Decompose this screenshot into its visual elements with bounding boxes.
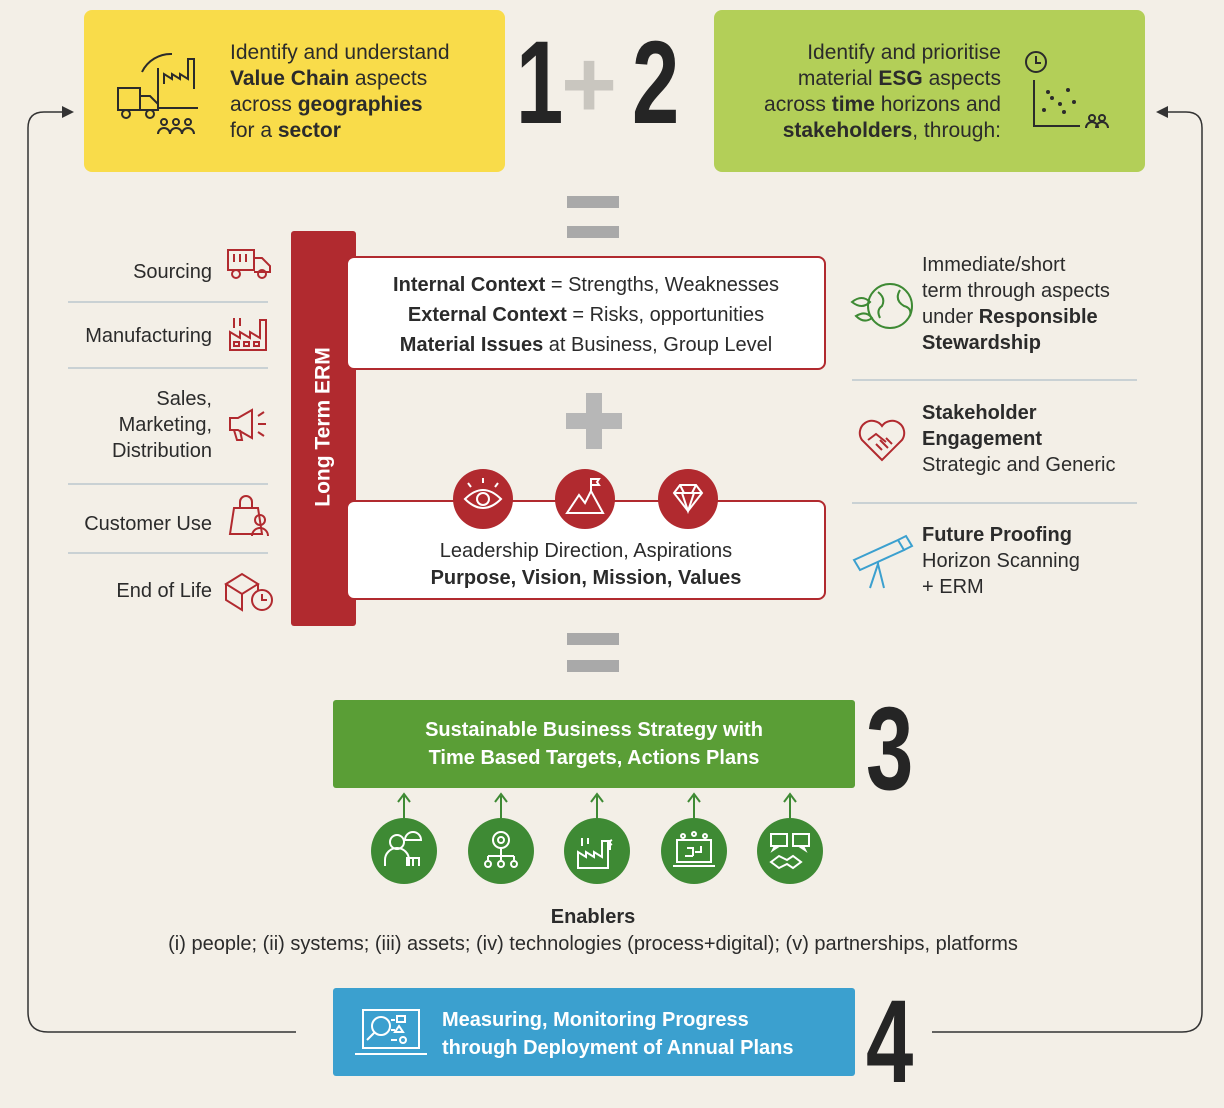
eye-icon bbox=[453, 469, 513, 529]
assets-factory-icon bbox=[564, 818, 630, 884]
esg-text: Identify and prioritise material ESG asp… bbox=[764, 40, 1001, 144]
monitoring-text: Measuring, Monitoring Progress through D… bbox=[442, 1006, 793, 1062]
monitoring-line-2: through Deployment of Annual Plans bbox=[442, 1037, 794, 1059]
stakeholder-line-2: Engagement bbox=[922, 428, 1043, 450]
esg-line-4: stakeholders, through: bbox=[782, 119, 1001, 142]
diamond-icon bbox=[658, 469, 718, 529]
horizon-short-line-3: under Responsible bbox=[922, 306, 1098, 328]
future-line-2: Horizon Scanning bbox=[922, 550, 1080, 572]
equals-middle-bar-2 bbox=[567, 660, 619, 672]
future-line-3: + ERM bbox=[922, 576, 984, 598]
vc-line-4: for a sector bbox=[230, 119, 341, 142]
value-chain-text: Identify and understand Value Chain aspe… bbox=[230, 40, 450, 144]
shopping-bag-person-icon bbox=[228, 495, 269, 537]
flow-loop-lines bbox=[27, 106, 1203, 1033]
scatter-clock-icon bbox=[1025, 51, 1109, 129]
plus-sign-top: + bbox=[561, 31, 618, 138]
long-term-erm-bar: Long Term ERM bbox=[291, 231, 356, 626]
plus-sign-middle-h bbox=[566, 413, 622, 429]
vc-line-1: Identify and understand bbox=[230, 41, 450, 64]
strategy-line-1: Sustainable Business Strategy with bbox=[425, 719, 763, 741]
partnerships-handshake-icon bbox=[757, 818, 823, 884]
future-line-1: Future Proofing bbox=[922, 524, 1072, 546]
enablers-title: Enablers bbox=[550, 906, 636, 928]
heart-handshake-icon bbox=[858, 419, 906, 462]
step-number-2: 2 bbox=[632, 17, 680, 149]
mountain-flag-icon bbox=[555, 469, 615, 529]
value-chain-box: Identify and understand Value Chain aspe… bbox=[84, 10, 505, 172]
monitoring-box: Measuring, Monitoring Progress through D… bbox=[333, 988, 855, 1076]
context-box: Internal Context = Strengths, Weaknesses… bbox=[346, 256, 826, 370]
esg-line-3: across time horizons and bbox=[764, 93, 1001, 116]
value-chain-customer-use: Customer Use bbox=[84, 513, 212, 535]
vc-line-3: across geographies bbox=[230, 93, 423, 116]
monitoring-line-1: Measuring, Monitoring Progress bbox=[442, 1009, 749, 1031]
globe-leaves-icon bbox=[850, 283, 913, 329]
value-chain-sales: Sales, Marketing, Distribution bbox=[111, 388, 212, 462]
megaphone-icon bbox=[229, 408, 266, 441]
telescope-icon bbox=[852, 534, 914, 589]
context-material: Material Issues at Business, Group Level bbox=[399, 334, 773, 356]
monitoring-laptop-icon bbox=[355, 1009, 427, 1055]
context-external: External Context = Risks, opportunities bbox=[407, 304, 765, 326]
value-chain-end-of-life: End of Life bbox=[116, 580, 212, 602]
equals-middle-bar-1 bbox=[567, 633, 619, 645]
esg-priorities-box: Identify and prioritise material ESG asp… bbox=[714, 10, 1145, 172]
factory-icon bbox=[229, 318, 267, 351]
enablers-list: (i) people; (ii) systems; (iii) assets; … bbox=[168, 933, 1018, 955]
value-chain-sourcing: Sourcing bbox=[133, 261, 212, 283]
horizon-future-proofing: Future Proofing Horizon Scanning + ERM bbox=[922, 522, 1080, 600]
esg-line-2: material ESG aspects bbox=[797, 67, 1001, 90]
step-number-3: 3 bbox=[866, 683, 914, 815]
step-number-1: 1 bbox=[516, 17, 564, 149]
equals-top-bar-2 bbox=[567, 226, 619, 238]
truck-factory-icon bbox=[117, 52, 198, 135]
strategy-line-2: Time Based Targets, Actions Plans bbox=[428, 747, 760, 769]
horizon-short-line-4: Stewardship bbox=[922, 332, 1041, 354]
horizon-short-line-1: Immediate/short bbox=[922, 254, 1066, 276]
horizon-short-line-2: term through aspects bbox=[922, 280, 1110, 302]
horizon-stakeholder: Stakeholder Engagement Strategic and Gen… bbox=[922, 400, 1115, 478]
technology-laptop-icon bbox=[661, 818, 727, 884]
value-chain-manufacturing: Manufacturing bbox=[85, 325, 212, 347]
leadership-line-1: Leadership Direction, Aspirations bbox=[439, 540, 733, 562]
horizon-short-term: Immediate/short term through aspects und… bbox=[922, 252, 1110, 356]
esg-line-1: Identify and prioritise bbox=[807, 41, 1001, 64]
recycle-box-clock-icon bbox=[224, 572, 273, 612]
delivery-truck-icon bbox=[227, 249, 271, 279]
stakeholder-line-1: Stakeholder bbox=[922, 402, 1037, 424]
long-term-erm-label: Long Term ERM bbox=[311, 347, 335, 507]
leadership-line-2: Purpose, Vision, Mission, Values bbox=[430, 567, 742, 589]
systems-gear-icon bbox=[468, 818, 534, 884]
people-icon bbox=[371, 818, 437, 884]
step-number-4: 4 bbox=[866, 976, 914, 1108]
stakeholder-line-3: Strategic and Generic bbox=[922, 454, 1116, 476]
strategy-box: Sustainable Business Strategy with Time … bbox=[333, 700, 855, 788]
context-internal: Internal Context = Strengths, Weaknesses bbox=[393, 274, 779, 296]
vc-line-2: Value Chain aspects bbox=[230, 67, 428, 90]
equals-top-bar-1 bbox=[567, 196, 619, 208]
